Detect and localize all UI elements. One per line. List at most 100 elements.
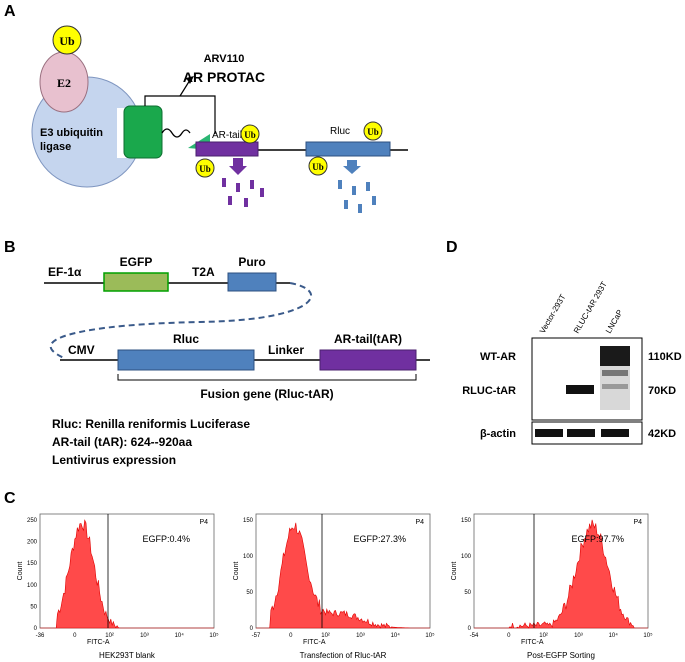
flow-ylabel-1: Count [17,562,24,581]
t2a-label: T2A [192,265,215,279]
flow-xtick-2-3: 10³ [356,633,365,639]
band-actin-1 [535,429,563,437]
rluc-fragments [338,180,376,213]
row-label-rluc-tar: RLUC-tAR [462,385,516,397]
binder-spacer [117,108,127,158]
lane-label-2: RLUC-tAR 293T [572,280,609,335]
desc-ar-tail: AR-tail (tAR): 624--920aa [52,435,192,449]
mw-110: 110KD [648,351,682,363]
rluc-box-a [305,141,391,157]
panel-a-letter: A [4,3,16,20]
e2-label: E2 [57,76,71,90]
ef1a-label: EF-1α [48,265,82,279]
flow-ytick-3-0: 150 [461,518,472,524]
ub-ar-bottom [195,158,215,178]
ub-rluc-bottom [308,156,328,176]
ar-fragments [222,178,264,207]
panel-b-letter: B [4,239,16,256]
flow-xtick-1-1: 0 [73,633,77,639]
flow-ytick-3-1: 100 [461,554,472,560]
flow-xtick-3-4: 10⁴ [609,632,619,639]
flow-gate-label-1: P4 [199,519,208,526]
flow-xtick-2-1: 0 [289,633,293,639]
flow-ylabel-2: Count [233,562,240,581]
rluc-label-b: Rluc [173,332,199,346]
band-rluc-tar [566,385,594,394]
egfp-label: EGFP [120,255,153,269]
flow-gate-label-2: P4 [415,519,424,526]
flow-xtick-1-3: 10³ [140,633,149,639]
mw-70: 70KD [648,385,676,397]
ub-top-label: Ub [59,34,75,48]
flow-ytick-1-3: 100 [27,583,38,589]
e3-label-line2: ligase [40,141,71,153]
puro-box [227,272,277,292]
ub-rluc-top-label: Ub [367,127,379,137]
flow-histogram-2 [256,522,430,629]
e3-label-line1: E3 ubiquitin [40,127,103,139]
flow-xtick-2-5: 10⁵ [425,632,435,639]
ub-rluc-bottom-label: Ub [312,162,324,172]
fusion-gene-label: Fusion gene (Rluc-tAR) [200,387,333,401]
protac-arrow-head [186,76,194,84]
row-label-wt-ar: WT-AR [480,351,516,363]
ar-tail-label-b: AR-tail(tAR) [334,332,402,346]
flow-ylabel-3: Count [451,562,458,581]
flow-xtick-1-0: -36 [36,633,45,639]
flow-ytick-1-1: 200 [27,540,38,546]
ub-ar-top [240,124,260,144]
ar-tail-box-a [195,141,259,157]
flow-ytick-2-3: 0 [250,626,254,632]
flow-histogram-1 [40,519,214,629]
flow-xtick-2-2: 10² [321,633,330,639]
flow-xtick-3-0: -54 [470,633,479,639]
flow-ytick-1-4: 50 [30,604,37,610]
flow-xtick-3-2: 10² [539,633,548,639]
ub-rluc-top [363,121,383,141]
protac-linker-wave [161,128,191,138]
ub-ar-top-label: Ub [244,130,256,140]
flow-ytick-2-0: 150 [243,518,254,524]
flow-xtick-3-5: 10⁵ [643,632,653,639]
e3-binder-block [123,105,163,159]
flow-xlabel-2: FITC-A [303,639,326,646]
mw-42: 42KD [648,428,676,440]
arv110-label: ARV110 [204,53,245,65]
flow-xtick-1-4: 10⁴ [175,632,185,639]
linker-label: Linker [268,343,304,357]
puro-label: Puro [238,255,265,269]
vector-dashed-connector [49,282,312,359]
protac-arrow-line [179,79,191,97]
ar-protac-label: AR PROTAC [183,69,265,85]
lane-label-3: LNCaP [604,308,625,335]
band-lncap-minor-1 [602,370,628,376]
rluc-box-b [117,349,255,371]
flow-egfp-value-3: EGFP:97.7% [571,534,624,544]
flow-caption-3: Post-EGFP Sorting [527,651,595,660]
flow-plot-frame-3 [473,513,649,629]
flow-ytick-2-2: 50 [246,590,253,596]
flow-ytick-1-2: 150 [27,561,38,567]
flow-caption-1: HEK293T blank [99,651,156,660]
fusion-bracket [117,374,417,381]
rluc-label-a: Rluc [330,126,350,137]
flow-ytick-1-0: 250 [27,518,38,524]
flow-xtick-1-2: 10² [105,633,114,639]
egfp-box [103,272,169,292]
row-label-actin: β-actin [480,428,516,440]
flow-histogram-3 [474,519,648,629]
rluc-degrade-arrow [343,160,361,174]
flow-xtick-3-1: 0 [507,633,511,639]
ar-degrade-arrow [229,158,247,175]
flow-ytick-3-2: 50 [464,590,471,596]
flow-xlabel-3: FITC-A [521,639,544,646]
flow-ytick-2-1: 100 [243,554,254,560]
flow-xtick-3-3: 10³ [574,633,583,639]
desc-lentivirus: Lentivirus expression [52,453,176,467]
lane-label-1: Vector-293T [538,293,568,335]
flow-ytick-1-5: 0 [34,626,38,632]
ub-top-circle [52,25,82,55]
ar-tail-box-b [319,349,417,371]
